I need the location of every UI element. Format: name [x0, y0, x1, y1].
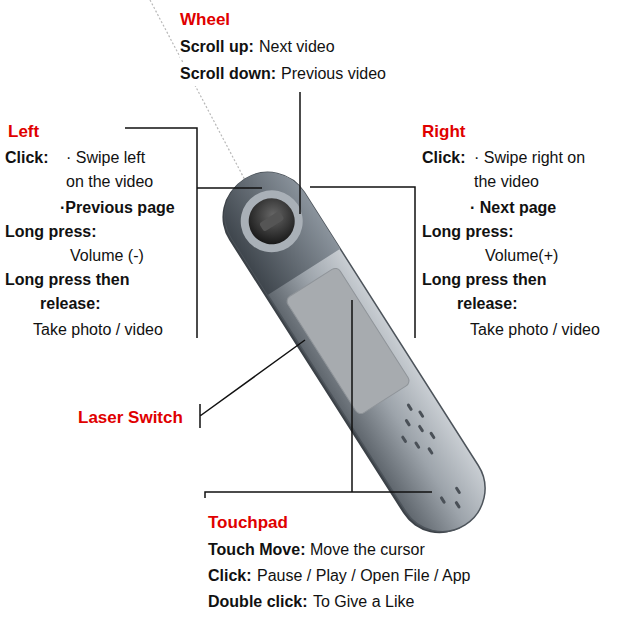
action-result: · Swipe left on the video: [66, 146, 166, 194]
control-action: · Next page: [470, 196, 556, 220]
action-result: Take photo / video: [33, 318, 163, 342]
leader-lines: [125, 92, 432, 498]
remote-body: [206, 156, 501, 550]
part-heading: Wheel: [180, 8, 230, 32]
scroll-wheel: [240, 190, 304, 254]
action-result: To Give a Like: [313, 590, 414, 614]
action-result: Volume(+): [485, 244, 558, 268]
control-action: ·Previous page: [60, 196, 175, 220]
control-action: Long press then release:: [422, 268, 587, 316]
action-result: Move the cursor: [310, 538, 425, 562]
wheel-leader: [299, 92, 301, 214]
wheel-ridge: [259, 211, 285, 232]
remote-shell: [209, 156, 502, 548]
touchpad-leader: [205, 300, 432, 498]
action-result: Next video: [259, 35, 335, 59]
action-result: Previous video: [281, 62, 386, 86]
control-action: Scroll up:: [180, 35, 254, 59]
control-action: Click:: [5, 146, 49, 170]
wheel-ring: [229, 178, 315, 264]
control-action: Double click:: [208, 590, 308, 614]
action-result: Volume (-): [70, 244, 144, 268]
control-action: Long press:: [5, 220, 97, 244]
laser-leader: [200, 340, 305, 428]
part-heading: Touchpad: [208, 511, 288, 535]
right-bracket: [310, 187, 415, 338]
remote-head: [209, 156, 341, 295]
control-action: Click:: [422, 146, 466, 170]
action-result: Pause / Play / Open File / App: [257, 564, 470, 588]
control-action: Touch Move:: [208, 538, 305, 562]
part-heading: Left: [8, 120, 39, 144]
control-action: Click:: [208, 564, 252, 588]
control-action: Long press:: [422, 220, 514, 244]
part-heading: Laser Switch: [78, 406, 183, 430]
action-result: · Swipe right on the video: [474, 146, 586, 194]
control-action: Long press then release:: [5, 268, 170, 316]
part-heading: Right: [422, 120, 465, 144]
speaker-holes: [388, 400, 476, 514]
action-result: Take photo / video: [470, 318, 600, 342]
control-action: Scroll down:: [180, 62, 276, 86]
